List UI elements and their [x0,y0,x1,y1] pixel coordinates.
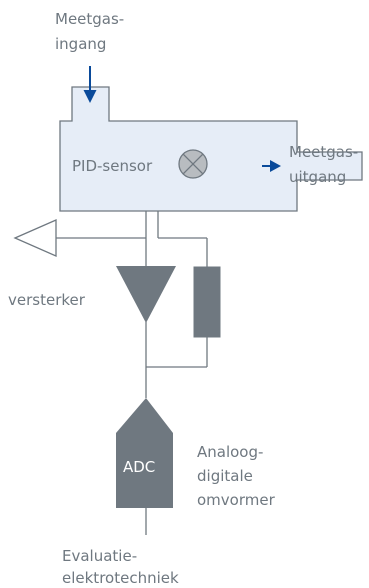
adc-desc-line2: digitale [197,467,253,485]
feedback-resistor [193,266,221,338]
inlet-arrow-icon [83,66,97,103]
gas-outlet-label-line1: Meetgas- [289,143,358,161]
adc-desc-line1: Analoog- [197,443,263,461]
evaluation-label-line1: Evaluatie- [62,547,137,565]
gas-inlet-label-line1: Meetgas- [55,10,124,28]
adc-block [116,398,173,508]
sensor-label: PID-sensor [72,157,153,175]
sensor-housing-outline [59,86,363,212]
amplifier-label: versterker [8,291,86,309]
crossed-circle-icon [178,149,208,179]
adc-desc-line3: omvormer [197,491,276,509]
output-triangle [13,219,57,257]
signal-wires [56,211,208,535]
gas-inlet-label-line2: ingang [55,35,106,53]
outlet-arrow-icon [262,160,281,172]
evaluation-label-line2: elektrotechniek [62,569,179,587]
amplifier [116,266,176,323]
adc-label: ADC [123,458,155,476]
gas-outlet-label-line2: uitgang [289,168,346,186]
